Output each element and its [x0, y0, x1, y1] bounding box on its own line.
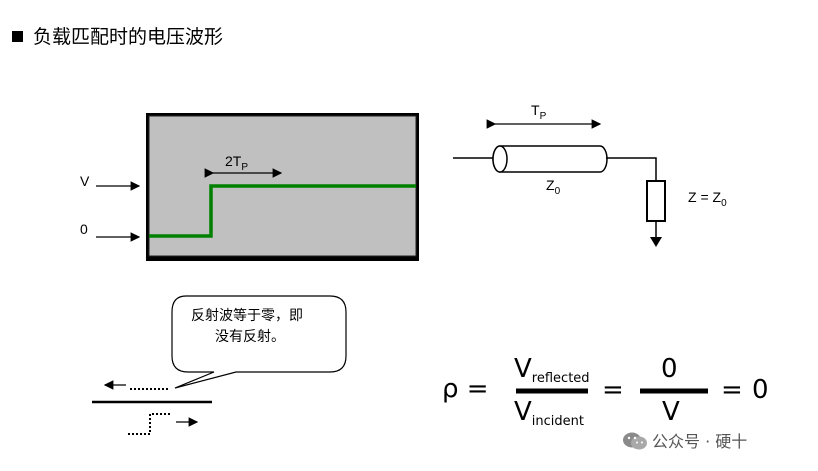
load-label: Z = Z0 — [688, 189, 727, 209]
equals-2: = — [721, 375, 743, 405]
incident-wave-dotted — [128, 413, 170, 435]
equals-1: = — [602, 375, 624, 405]
transmission-line-diagram: TP Z0 Z = Z0 — [453, 102, 727, 247]
watermark: 公众号 · 硬十 — [622, 428, 747, 452]
oscilloscope-display: 2TP — [146, 113, 419, 261]
result-zero: 0 — [752, 375, 769, 405]
z0-label: Z0 — [546, 177, 561, 197]
bullet-square-icon — [12, 31, 23, 42]
numerator: Vreflected — [514, 354, 590, 386]
speech-bubble: 反射波等于零，即 没有反射。 — [171, 295, 347, 389]
wechat-icon — [623, 432, 647, 450]
numerator-2: 0 — [661, 354, 678, 384]
delay-2tp-label: 2TP — [225, 153, 248, 173]
page-title: 负载匹配时的电压波形 — [12, 22, 223, 49]
voltage-trace — [149, 184, 416, 238]
load-resistor — [646, 180, 666, 222]
label-v: V — [80, 173, 90, 189]
label-zero: 0 — [80, 221, 88, 237]
bubble-line-2: 没有反射。 — [215, 329, 285, 345]
coax-cylinder — [492, 145, 608, 173]
output-wire — [606, 157, 657, 181]
delay-tp-label: TP — [531, 102, 547, 122]
title-text: 负载匹配时的电压波形 — [33, 26, 224, 48]
reflection-diagram — [92, 380, 212, 435]
reflection-coefficient-formula: ρ = Vreflected Vincident = 0 V = 0 — [442, 354, 769, 429]
watermark-text: 公众号 · 硬十 — [652, 432, 748, 451]
bubble-line-1: 反射波等于零，即 — [191, 307, 303, 324]
ground-arrow-icon — [650, 237, 662, 247]
rho-symbol: ρ = — [442, 374, 489, 404]
denominator: Vincident — [514, 397, 584, 429]
denominator-2: V — [662, 397, 680, 427]
